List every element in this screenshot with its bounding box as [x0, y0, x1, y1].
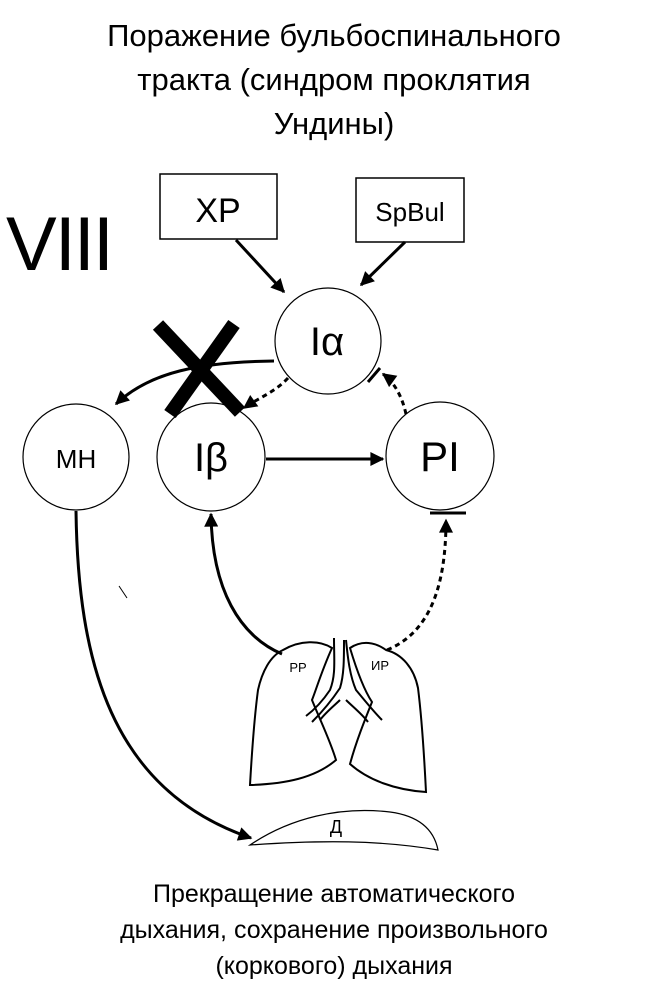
section-label: VIII — [6, 202, 114, 287]
ia-label: Iα — [310, 320, 344, 364]
title-line-2: тракта (синдром проклятия — [137, 62, 531, 97]
diagram-title: Поражение бульбоспинального тракта (синд… — [0, 14, 668, 146]
arrow-pi-ia-dashed — [381, 372, 408, 415]
pi-ia-inhibition-bar — [366, 367, 382, 383]
xr-box — [159, 173, 278, 240]
arrow-ir-pi-dashed — [386, 518, 453, 652]
mn-node — [22, 403, 130, 511]
pi-label: PI — [420, 433, 460, 480]
lungs-illustration — [248, 637, 428, 794]
d-label: Д — [330, 817, 342, 837]
stray-mark — [118, 585, 128, 599]
arrow-spbul-ia — [359, 240, 407, 287]
xr-label: ХР — [195, 192, 240, 230]
arrow-ia-ib-dashed — [242, 376, 290, 410]
ib-node — [156, 402, 266, 512]
caption-line-2: дыхания, сохранение произвольного — [120, 916, 548, 944]
ir-label: ИР — [371, 658, 389, 673]
title-line-3: Ундины) — [273, 106, 395, 141]
arrow-rr-ib — [204, 512, 283, 656]
lesion-cross-mark — [152, 319, 246, 419]
caption-line-1: Прекращение автоматического — [152, 880, 516, 908]
diaphragm-shape — [247, 809, 439, 851]
ia-node — [274, 287, 382, 395]
pi-node — [385, 401, 495, 511]
caption-line-3: (коркового) дыхания — [215, 952, 453, 980]
title-line-1: Поражение бульбоспинального — [107, 18, 561, 53]
rr-label: РР — [289, 660, 306, 675]
mn-label: МН — [56, 444, 96, 474]
diagram-caption: Прекращение автоматического дыхания, сох… — [0, 876, 668, 984]
spbul-box — [355, 177, 465, 243]
ib-label: Iβ — [194, 436, 228, 480]
arrow-ia-mn — [114, 359, 275, 406]
spbul-label: SpBul — [375, 197, 444, 227]
arrow-mn-diaphragm — [74, 510, 253, 841]
arrow-xr-ia — [234, 238, 286, 294]
